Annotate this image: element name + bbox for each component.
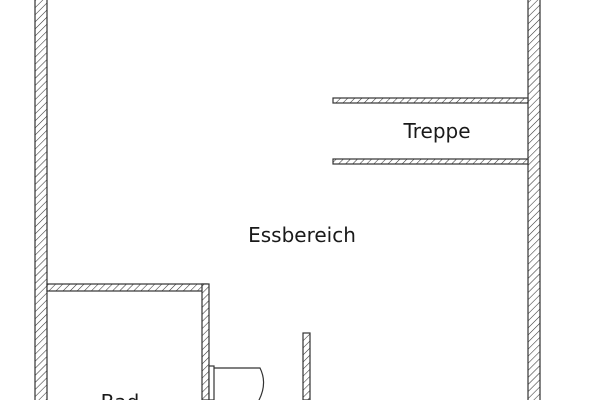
bathroom-wall-top [46, 283, 208, 292]
bathroom-door-leaf [208, 365, 215, 400]
bathroom-wall-right [201, 283, 210, 400]
room-label-bath: Bad [101, 390, 140, 400]
bathroom-door-swing [214, 367, 265, 400]
partition-wall [302, 332, 311, 400]
stair-rail-bottom [332, 158, 529, 165]
stair-rail-top [332, 97, 529, 104]
outer-wall-left [34, 0, 48, 400]
room-label-dining: Essbereich [248, 223, 356, 247]
outer-wall-right [527, 0, 541, 400]
room-label-stairs: Treppe [402, 119, 470, 143]
